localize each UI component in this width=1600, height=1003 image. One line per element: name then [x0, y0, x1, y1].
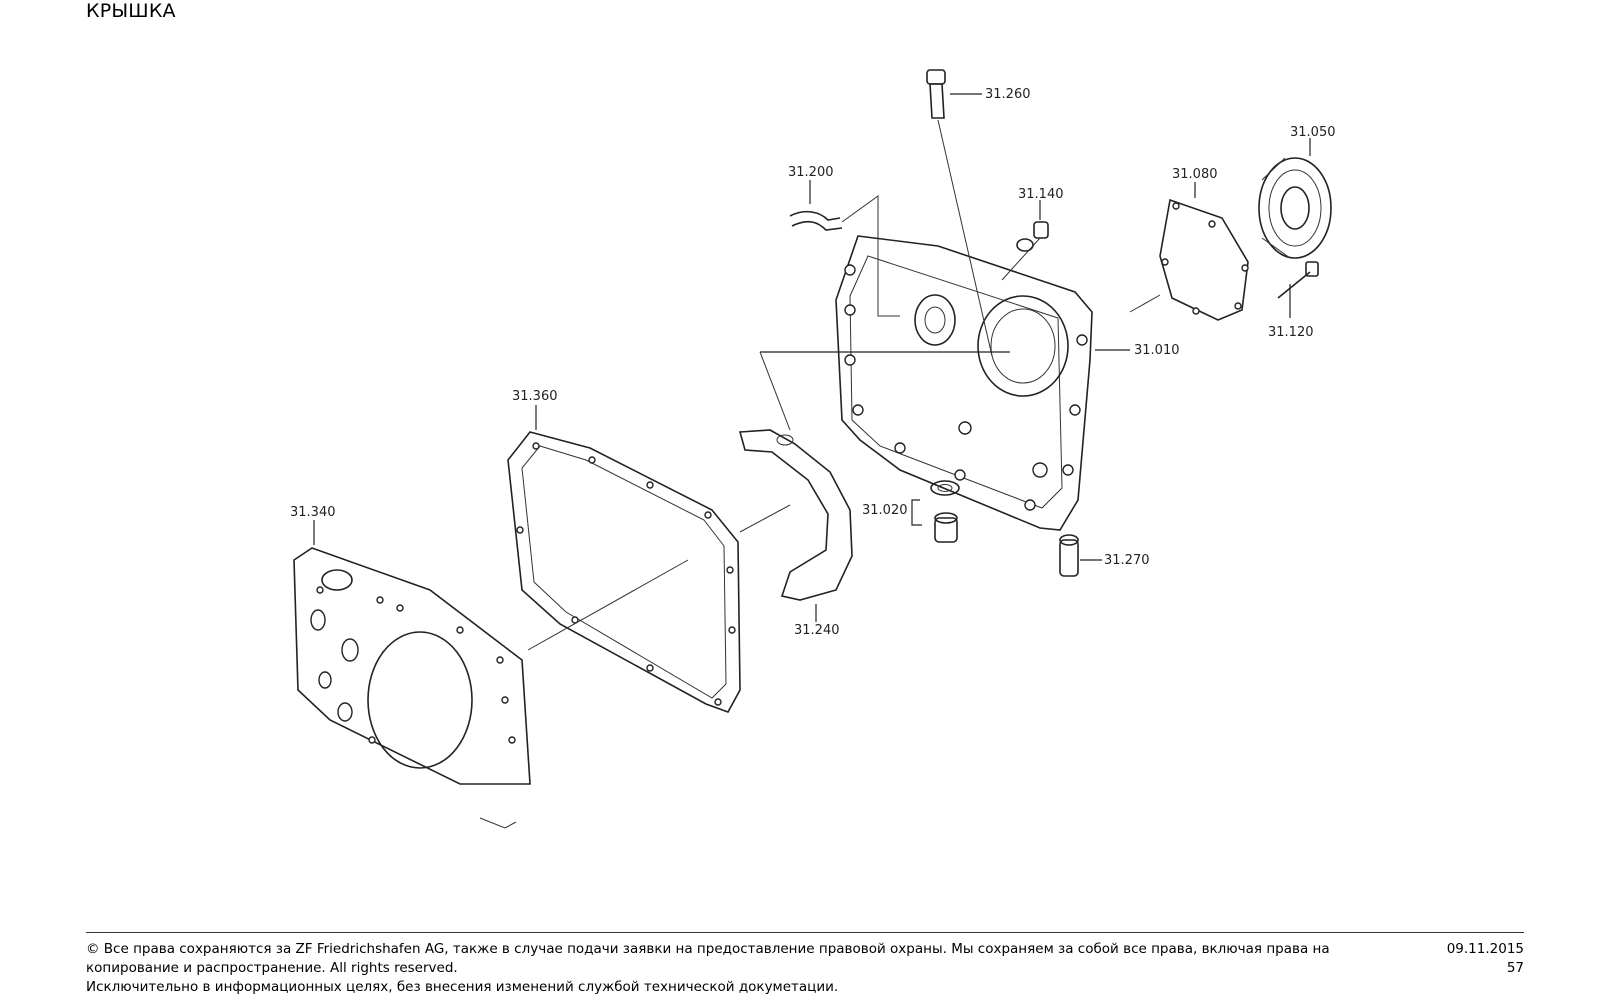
page-title: КРЫШКА: [86, 0, 176, 22]
hose-31-200: [789, 195, 900, 317]
seal-31-240: [738, 351, 1010, 601]
bearing-31-050: [1258, 157, 1332, 259]
bolt-31-260: [926, 69, 993, 357]
callout-31-010: 31.010: [1134, 343, 1180, 358]
bolt-31-270: [1059, 534, 1079, 577]
callout-31-080: 31.080: [1172, 167, 1218, 182]
gasket-31-360: [507, 431, 791, 713]
callout-31-050: 31.050: [1290, 125, 1336, 140]
copyright-line-2: копирование и распространение. All right…: [86, 960, 458, 976]
plug-31-140: [1001, 221, 1049, 281]
callout-31-260: 31.260: [985, 87, 1031, 102]
footer-meta: 09.11.2015 57: [1447, 940, 1524, 978]
callout-31-270: 31.270: [1104, 553, 1150, 568]
callout-31-240: 31.240: [794, 623, 840, 638]
copyright-line-1: © Все права сохраняются за ZF Friedrichs…: [86, 941, 1330, 957]
screw-31-120: [1277, 261, 1319, 299]
callout-31-200: 31.200: [788, 165, 834, 180]
gasket-31-080: [1129, 198, 1249, 321]
document-date: 09.11.2015: [1446, 941, 1524, 957]
page-number: 57: [1506, 960, 1524, 976]
leader-lines: [313, 93, 1311, 622]
footer-divider: [86, 932, 1524, 933]
plug-31-020: [930, 480, 960, 543]
callout-31-340: 31.340: [290, 505, 336, 520]
callout-31-120: 31.120: [1268, 325, 1314, 340]
callout-31-020: 31.020: [862, 503, 908, 518]
callout-31-140: 31.140: [1018, 187, 1064, 202]
gasket-plate-31-340: [293, 547, 689, 829]
exploded-parts-diagram: 31.260 31.050 31.080 31.200 31.140 31.01…: [290, 69, 1336, 829]
callout-31-360: 31.360: [512, 389, 558, 404]
footer-copyright: © Все права сохраняются за ZF Friedrichs…: [86, 940, 1406, 997]
housing-cover-31-010: [835, 235, 1093, 531]
disclaimer-line: Исключительно в информационных целях, бе…: [86, 979, 839, 995]
